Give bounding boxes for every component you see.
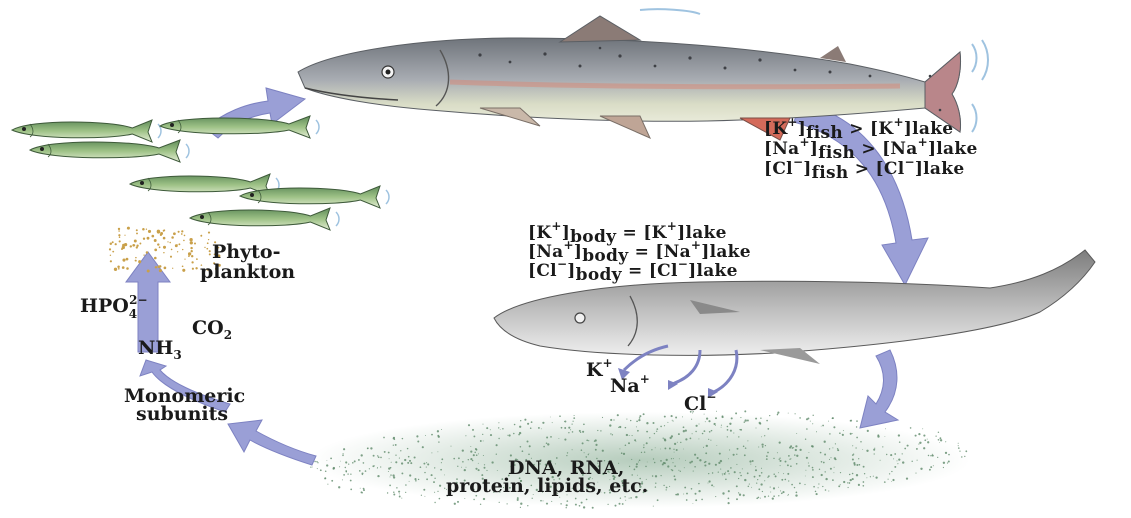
phosphate-label: HPO42−	[80, 293, 148, 321]
arrow-release-cl	[714, 350, 737, 392]
live-fish-relation-row-cl: [Cl−]fish > [Cl−]lake	[764, 155, 964, 183]
arrow-deadfish-to-detritus	[860, 350, 898, 428]
trout-pupil	[386, 70, 391, 75]
dead-fish-ion-relations: [K+]body = [K+]lake[Na+]body = [Na+]lake…	[528, 219, 751, 285]
released-na-label: Na+	[610, 372, 650, 397]
trout-dorsal-fin	[560, 16, 640, 42]
small-fish-school	[12, 116, 389, 230]
phytoplankton-label-line1: Phyto-	[212, 241, 280, 263]
co2-label: CO2	[192, 317, 232, 342]
released-k-label: K+	[586, 356, 613, 381]
dead-fish-relation-row-cl: [Cl−]body = [Cl−]lake	[528, 257, 738, 285]
detritus-label-line2: protein, lipids, etc.	[446, 475, 648, 497]
live-fish-ion-relations: [K+]fish > [K+]lake[Na+]fish > [Na+]lake…	[764, 115, 978, 183]
dead-fish-eye	[575, 313, 585, 323]
small-fish	[160, 116, 319, 138]
nh3-label: NH3	[138, 337, 182, 362]
arrow-detritus-to-monomeric	[228, 420, 316, 465]
small-fish	[30, 140, 189, 162]
small-fish	[12, 120, 161, 142]
small-fish	[190, 208, 339, 230]
phytoplankton-label-line2: plankton	[200, 261, 295, 283]
released-cl-label: Cl−	[684, 390, 716, 415]
monomeric-label-line2: subunits	[136, 403, 228, 425]
